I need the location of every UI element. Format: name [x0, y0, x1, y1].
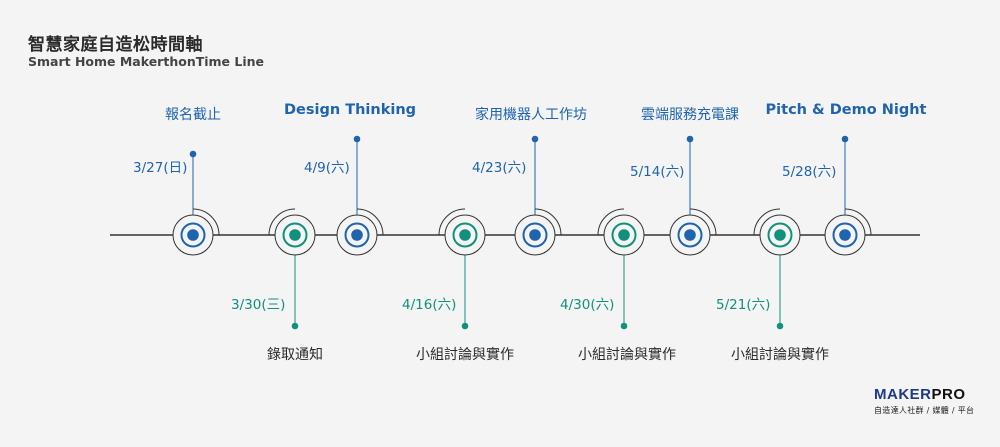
page-title: 智慧家庭自造松時間軸 [28, 35, 203, 55]
outer-arc [268, 208, 296, 236]
date-label-group-discussion-1: 4/16(六) [402, 297, 457, 313]
outer-arc [689, 208, 717, 236]
outer-arc [438, 208, 466, 236]
center-dot [839, 229, 851, 241]
logo-pro-text: PRO [931, 386, 966, 403]
makerpro-logo: MAKERPRO 自造達人社群 / 媒體 / 平台 [874, 386, 974, 416]
milestone-node-group-discussion-2 [597, 208, 645, 330]
event-label-group-discussion-2: 小組討論與實作 [578, 347, 676, 363]
milestone-node-cloud-service-course [669, 135, 717, 256]
event-label-registration-deadline: 報名截止 [165, 107, 221, 123]
center-dot [618, 229, 630, 241]
milestone-node-smart-home-workshop [514, 135, 562, 256]
outer-arc [844, 208, 872, 236]
date-label-cloud-service-course: 5/14(六) [630, 164, 685, 180]
logo-tagline: 自造達人社群 / 媒體 / 平台 [874, 406, 975, 415]
outer-arc [192, 208, 220, 236]
date-label-smart-home-workshop: 4/23(六) [472, 160, 527, 176]
date-label-pitch-demo-night: 5/28(六) [782, 164, 837, 180]
connector-dot [620, 322, 628, 330]
center-dot [529, 229, 541, 241]
outer-arc [753, 208, 781, 236]
center-dot [684, 229, 696, 241]
connector-dot [531, 135, 539, 143]
event-label-smart-home-workshop: 家用機器人工作坊 [475, 107, 587, 123]
milestone-node-design-thinking [336, 135, 384, 256]
connector-dot [353, 135, 361, 143]
date-label-group-discussion-2: 4/30(六) [560, 297, 615, 313]
center-dot [774, 229, 786, 241]
center-dot [289, 229, 301, 241]
connector-dot [841, 135, 849, 143]
event-label-pitch-demo-night: Pitch & Demo Night [765, 102, 927, 118]
center-dot [187, 229, 199, 241]
milestone-node-group-discussion-3 [753, 208, 801, 330]
milestone-node-group-discussion-1 [438, 208, 486, 330]
event-label-group-discussion-1: 小組討論與實作 [416, 347, 514, 363]
event-label-acceptance-notice: 錄取通知 [267, 347, 323, 363]
date-label-acceptance-notice: 3/30(三) [231, 297, 286, 313]
center-dot [351, 229, 363, 241]
outer-arc [356, 208, 384, 236]
connector-dot [189, 150, 197, 158]
milestone-node-pitch-demo-night [824, 135, 872, 256]
date-label-design-thinking: 4/9(六) [304, 160, 350, 176]
connector-dot [461, 322, 469, 330]
outer-arc [597, 208, 625, 236]
connector-dot [776, 322, 784, 330]
connector-dot [291, 322, 299, 330]
event-label-group-discussion-3: 小組討論與實作 [731, 347, 829, 363]
milestone-node-registration-deadline [172, 150, 220, 256]
event-label-design-thinking: Design Thinking [283, 102, 417, 118]
page-subtitle: Smart Home MakerthonTime Line [28, 54, 265, 69]
center-dot [459, 229, 471, 241]
milestone-node-acceptance-notice [268, 208, 316, 330]
connector-dot [686, 135, 694, 143]
outer-arc [534, 208, 562, 236]
event-label-cloud-service-course: 雲端服務充電課 [641, 107, 739, 123]
date-label-group-discussion-3: 5/21(六) [716, 297, 771, 313]
logo-maker-text: MAKER [874, 386, 932, 403]
date-label-registration-deadline: 3/27(日) [133, 160, 188, 176]
